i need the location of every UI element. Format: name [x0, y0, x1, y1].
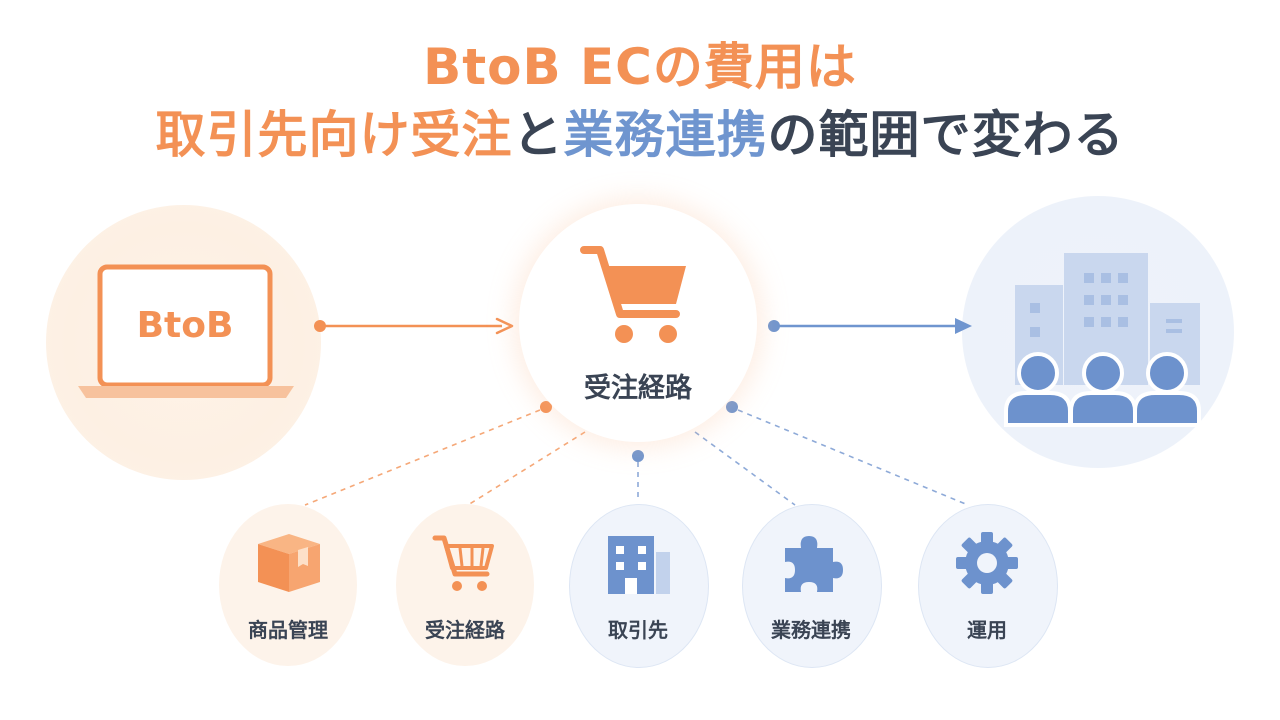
title-highlight-integration: 業務連携	[563, 106, 768, 164]
shopping-cart-icon	[432, 535, 494, 591]
laptop-icon	[78, 264, 294, 398]
dash-line-1	[304, 409, 541, 506]
dash-dot-3	[632, 450, 644, 462]
title-tail: の範囲で変わる	[767, 106, 1125, 164]
buildings-with-people-icon	[1004, 253, 1201, 427]
item-label-operation: 運用	[967, 618, 1007, 642]
item-order-route	[396, 504, 534, 666]
left-arrowhead	[495, 317, 514, 335]
title-line-1: BtoB ECの費用は	[0, 36, 1280, 98]
right-arrow-dot	[768, 320, 780, 332]
title-text-1: BtoB ECの費用は	[423, 38, 857, 96]
dash-line-2	[467, 431, 586, 506]
title-highlight-orders: 取引先向け受注	[155, 106, 513, 164]
box-icon	[258, 534, 320, 592]
item-label-order-route: 受注経路	[425, 618, 505, 642]
gear-icon	[956, 532, 1018, 594]
dash-line-5	[737, 409, 969, 506]
title-connector: と	[512, 106, 564, 164]
order-route-hub	[519, 204, 757, 442]
dash-line-4	[694, 431, 796, 506]
puzzle-icon	[785, 536, 843, 592]
building-icon	[608, 536, 670, 594]
title-line-2: 取引先向け受注と業務連携の範囲で変わる	[0, 104, 1280, 166]
item-business-integration	[742, 504, 882, 668]
dash-dot-1	[540, 401, 552, 413]
left-arrow-dot	[314, 320, 326, 332]
center-label: 受注経路	[584, 373, 692, 404]
dash-dot-5	[726, 401, 738, 413]
item-label-business-integration: 業務連携	[771, 618, 851, 642]
shopping-cart-icon	[580, 246, 686, 343]
right-arrowhead	[955, 318, 972, 334]
item-label-product-management: 商品管理	[248, 618, 328, 642]
laptop-label: BtoB	[136, 305, 234, 346]
item-label-trading-partner: 取引先	[608, 618, 668, 642]
